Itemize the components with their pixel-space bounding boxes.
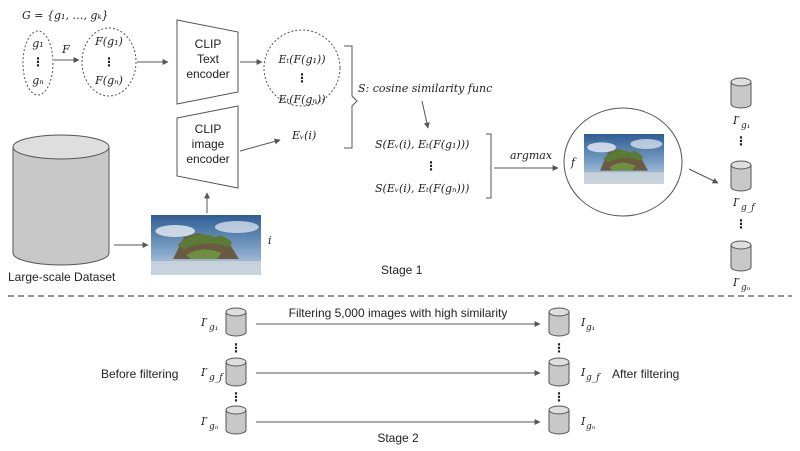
stage1-subset-label-1: I′ <box>732 114 740 127</box>
stage1-subset-sub-3: gₙ <box>741 283 751 293</box>
after-cylinder-3 <box>548 405 570 435</box>
before-sub-2: g_f <box>209 373 224 383</box>
prompt-set-item-last: F(gₙ) <box>94 74 123 87</box>
text-embed-first: Eₜ(F(g₁)) <box>278 53 326 66</box>
filtering-description: Filtering 5,000 images with high similar… <box>289 306 508 320</box>
after-label-2: I <box>580 366 586 379</box>
stage1-subset-vdots-2: ⋮ <box>735 217 747 231</box>
text-encoder-label-1: CLIP <box>195 37 222 51</box>
after-filtering-label: After filtering <box>612 367 679 381</box>
stage1-subset-cylinder-1 <box>730 77 752 109</box>
to-subset-arrow <box>688 168 719 184</box>
text-encoder-label-2: Text <box>197 52 220 66</box>
image-encoder-label-1: CLIP <box>195 122 222 136</box>
stage1-title: Stage 1 <box>381 263 423 277</box>
generic-set-vdots: ⋮ <box>32 55 44 69</box>
set-definition: G = {g₁, …, gₖ} <box>22 9 109 22</box>
before-label-2: I′ <box>200 366 208 379</box>
after-sub-2: g_f <box>586 373 601 383</box>
selected-class-circle <box>563 107 683 217</box>
stage1-subset-sub-1: g₁ <box>741 121 750 131</box>
to-image-embed-arrow <box>239 138 281 152</box>
prompt-set-item-first: F(g₁) <box>94 35 123 48</box>
after-label-3: I <box>580 415 586 428</box>
to-similarity-arrow <box>421 100 430 129</box>
stage1-subset-label-3: I′ <box>732 276 740 289</box>
after-vdots-2: ⋮ <box>553 390 565 404</box>
before-label-3: I′ <box>200 415 208 428</box>
prompt-set-ellipse <box>81 27 137 97</box>
stage1-subset-cylinder-2 <box>730 160 752 192</box>
text-embed-vdots: ⋮ <box>296 71 308 85</box>
similarity-last: S(Eᵥ(i), Eₜ(F(gₙ))) <box>375 182 469 195</box>
dataset-label: Large-scale Dataset <box>8 270 116 284</box>
image-embedding: Eᵥ(i) <box>291 129 316 142</box>
after-vdots-1: ⋮ <box>553 341 565 355</box>
sample-image-thumbnail <box>151 215 261 275</box>
after-label-1: I <box>580 316 586 329</box>
image-encoder-label-2: image <box>192 137 225 151</box>
image-encoder-label-3: encoder <box>186 152 229 166</box>
similarity-first: S(Eᵥ(i), Eₜ(F(g₁))) <box>375 138 469 151</box>
after-sub-1: g₁ <box>586 323 595 333</box>
before-vdots-2: ⋮ <box>230 390 242 404</box>
before-sub-1: g₁ <box>209 323 218 333</box>
before-filtering-label: Before filtering <box>101 367 178 381</box>
embedding-brace <box>344 45 358 149</box>
selected-class-symbol: f <box>570 156 577 169</box>
stage1-subset-sub-2: g_f <box>741 203 756 213</box>
before-cylinder-2 <box>225 357 247 387</box>
generic-set-ellipse <box>22 30 54 96</box>
clip-text-encoder <box>176 19 239 105</box>
stage1-subset-label-2: I′ <box>732 196 740 209</box>
after-cylinder-2 <box>548 357 570 387</box>
text-embedding-set <box>263 29 341 107</box>
prompt-set-vdots: ⋮ <box>103 55 115 69</box>
stage2-title: Stage 2 <box>377 431 419 445</box>
dataset-cylinder <box>12 134 110 266</box>
after-cylinder-1 <box>548 307 570 337</box>
before-label-1: I′ <box>200 316 208 329</box>
clip-image-encoder <box>176 105 239 189</box>
before-vdots-1: ⋮ <box>230 341 242 355</box>
argmax-label: argmax <box>510 149 553 162</box>
generic-set-item-last: gₙ <box>32 74 44 87</box>
before-cylinder-1 <box>225 307 247 337</box>
text-embed-last: Eₜ(F(gₙ)) <box>277 93 325 106</box>
selected-image-thumbnail <box>584 134 664 184</box>
image-symbol: i <box>268 234 272 247</box>
text-encoder-label-3: encoder <box>186 67 229 81</box>
stage1-subset-cylinder-3 <box>730 240 752 272</box>
cosine-similarity-label: S: cosine similarity func <box>358 82 492 95</box>
before-sub-3: gₙ <box>209 422 219 432</box>
stage1-subset-vdots-1: ⋮ <box>735 134 747 148</box>
after-sub-3: gₙ <box>586 422 596 432</box>
generic-set-item-first: g₁ <box>32 37 43 50</box>
before-cylinder-3 <box>225 405 247 435</box>
f-function-symbol: F <box>61 43 70 56</box>
similarity-bracket <box>486 133 492 199</box>
similarity-vdots: ⋮ <box>425 159 437 173</box>
